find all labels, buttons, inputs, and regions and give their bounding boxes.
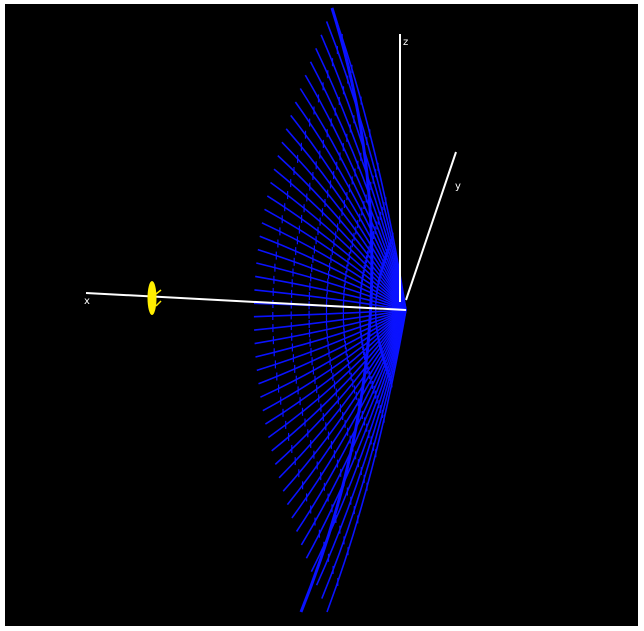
rib-line bbox=[271, 309, 407, 452]
rib-line bbox=[326, 309, 407, 613]
rib-line bbox=[305, 309, 407, 559]
rib-line bbox=[304, 74, 407, 311]
rib-line bbox=[264, 208, 407, 311]
rib-line bbox=[267, 309, 407, 439]
rib-line bbox=[325, 21, 407, 311]
rib-line bbox=[294, 101, 407, 311]
rib-line bbox=[259, 235, 407, 311]
rib-line bbox=[286, 309, 407, 506]
rib-line bbox=[262, 309, 407, 412]
y-axis-line bbox=[405, 151, 457, 301]
y-axis-label: y bbox=[455, 181, 461, 192]
rib-line bbox=[315, 309, 407, 586]
rib-line bbox=[266, 195, 407, 311]
rib-line bbox=[254, 309, 407, 345]
ring-ellipse bbox=[147, 281, 157, 315]
rib-line bbox=[255, 275, 407, 311]
rib-line bbox=[290, 114, 407, 311]
rib-line bbox=[300, 309, 407, 546]
rib-line bbox=[321, 309, 407, 599]
rib-line bbox=[260, 309, 407, 398]
rib-line bbox=[309, 61, 407, 311]
rib-line bbox=[256, 309, 407, 372]
rib-line bbox=[254, 309, 407, 331]
ring-tick-lower bbox=[155, 300, 162, 307]
rib-line bbox=[278, 309, 407, 479]
rib-line bbox=[281, 141, 407, 311]
3d-viewport[interactable]: z y x bbox=[5, 4, 638, 626]
rib-line bbox=[291, 309, 407, 519]
rib-line bbox=[299, 88, 407, 311]
rib-line bbox=[273, 168, 407, 311]
rib-line bbox=[258, 309, 407, 385]
rib-line bbox=[257, 248, 407, 311]
rib-line bbox=[270, 181, 407, 311]
rib-line bbox=[320, 34, 407, 311]
rib-line bbox=[285, 128, 407, 311]
rib-line bbox=[331, 7, 407, 311]
rib-line bbox=[282, 309, 407, 492]
rib-line bbox=[264, 309, 407, 425]
z-axis-label: z bbox=[403, 37, 408, 48]
yellow-ring-marker[interactable] bbox=[147, 281, 162, 315]
rib-line bbox=[261, 222, 407, 311]
blue-rib-array bbox=[253, 7, 407, 613]
ring-tick-upper bbox=[155, 289, 162, 295]
rib-line bbox=[253, 309, 407, 318]
rim-arc bbox=[299, 7, 374, 613]
rib-line bbox=[274, 309, 407, 465]
x-axis-label: x bbox=[84, 296, 90, 307]
rib-line bbox=[255, 309, 407, 358]
scene-canvas[interactable]: z y x bbox=[5, 4, 638, 626]
rib-line bbox=[277, 155, 407, 311]
x-axis-line bbox=[85, 292, 407, 311]
rib-line bbox=[254, 289, 407, 311]
rib-line bbox=[256, 262, 407, 311]
